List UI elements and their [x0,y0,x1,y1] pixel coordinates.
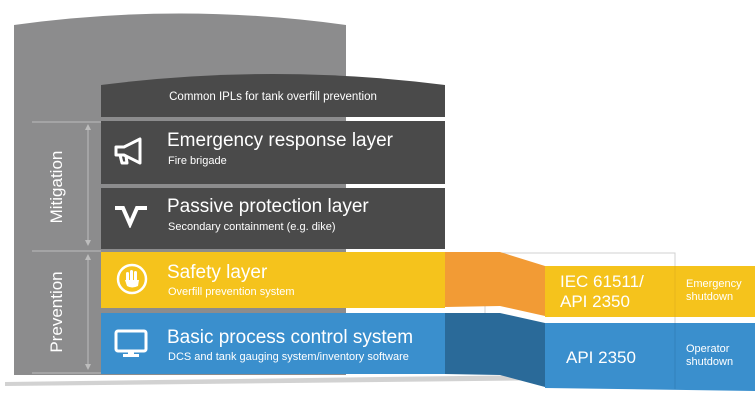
bpcs-layer-title: Basic process control system [167,327,414,348]
emergency-standard-label: IEC 61511/ API 2350 [560,272,644,311]
emergency-shutdown-panel [545,266,755,317]
safety-layer-title: Safety layer [167,262,268,283]
megaphone-icon [114,137,142,165]
emergency-layer-title: Emergency response layer [167,130,393,151]
operator-standard-label: API 2350 [566,348,636,367]
monitor-icon [114,329,148,357]
passive-layer-subtitle: Secondary containment (e.g. dike) [168,221,336,233]
prevention-arrow-down [85,364,91,370]
mitigation-arrow-up [85,124,91,130]
mitigation-arrow-down [85,240,91,246]
prevention-arrow-up [85,254,91,260]
cap-layer [101,74,445,117]
bpcs-layer-subtitle: DCS and tank gauging system/inventory so… [168,351,409,363]
cap-title: Common IPLs for tank overfill prevention [169,91,377,103]
emergency-layer-subtitle: Fire brigade [168,155,227,167]
emergency-layer-block [101,121,445,184]
mitigation-label: Mitigation [47,150,66,224]
safety-layer-subtitle: Overfill prevention system [168,286,295,298]
emergency-action-label: Emergency shutdown [686,278,742,303]
passive-layer-block [101,188,445,249]
darkblue-connector [445,313,545,387]
operator-shutdown-panel [545,323,755,391]
operator-action-label: Operator shutdown [686,343,734,368]
hand-stop-icon [116,263,148,295]
bpcs-layer-block [101,313,445,374]
dike-icon [115,206,147,228]
safety-layer-block [101,252,445,308]
prevention-label: Prevention [47,271,66,353]
orange-connector [445,252,545,316]
passive-layer-title: Passive protection layer [167,196,369,217]
